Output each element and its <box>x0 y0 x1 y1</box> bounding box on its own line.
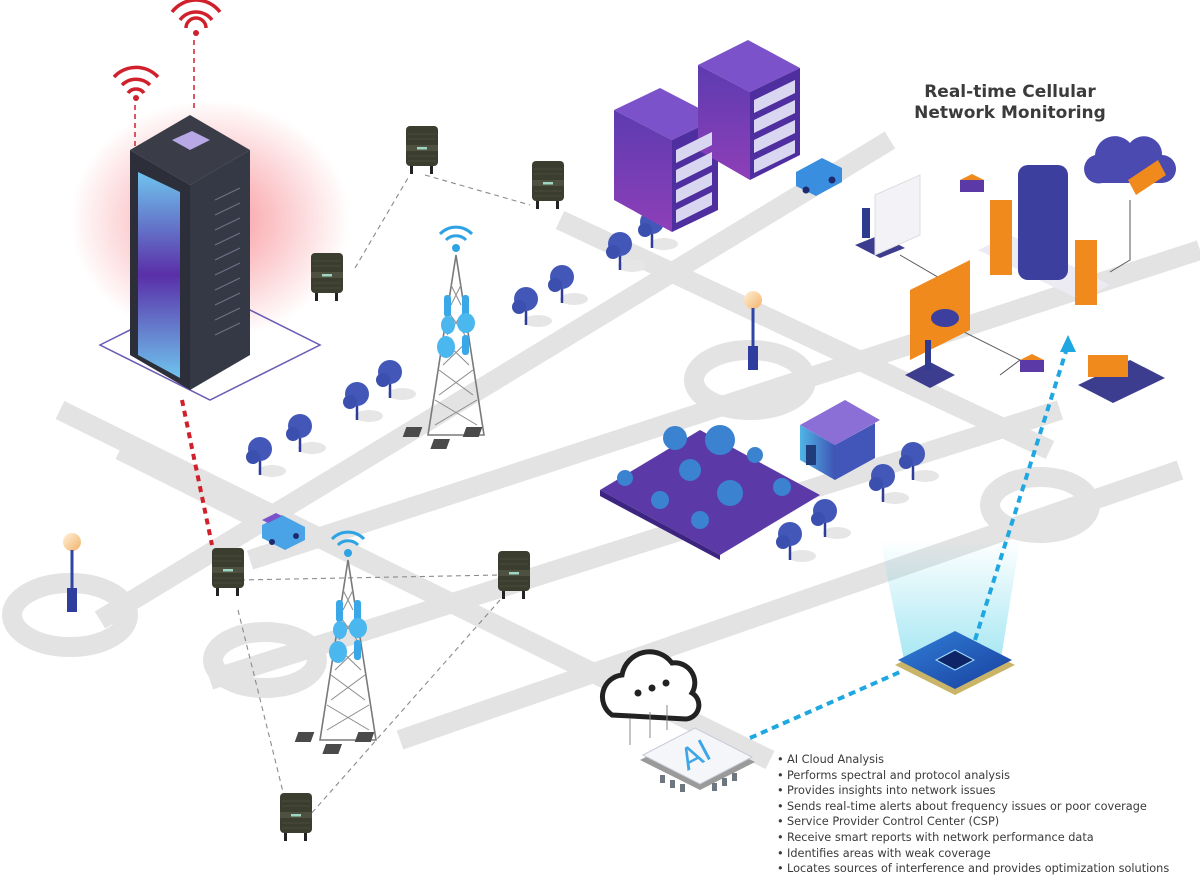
arrow-up-icon <box>1060 335 1076 352</box>
feature-item: Locates sources of interference and prov… <box>777 861 1169 877</box>
sensor-device <box>531 160 565 210</box>
wifi-signal-icon <box>112 0 222 150</box>
van <box>796 158 842 196</box>
truck <box>262 513 305 550</box>
edge-processor-chip <box>880 540 1020 695</box>
title-line-1: Real-time Cellular <box>924 82 1096 102</box>
ai-cloud-icon <box>600 649 702 745</box>
sensor-links <box>237 174 531 816</box>
monitoring-center <box>855 136 1176 403</box>
uplink-dashed-line <box>973 344 1070 641</box>
diagram-title: Real-time Cellular Network Monitoring <box>905 82 1115 124</box>
feature-item: Identifies areas with weak coverage <box>777 846 1169 862</box>
house <box>800 400 880 480</box>
office-buildings <box>614 40 800 232</box>
park <box>600 425 820 560</box>
feature-list: AI Cloud Analysis Performs spectral and … <box>777 752 1169 877</box>
feature-item: Provides insights into network issues <box>777 783 1169 799</box>
downlink-dashed-line <box>180 399 214 546</box>
street-lamp <box>63 533 81 612</box>
sensor-device <box>279 792 313 842</box>
sensor-device <box>211 547 245 597</box>
feature-item: Receive smart reports with network perfo… <box>777 830 1169 846</box>
trees <box>244 208 941 564</box>
feature-item: Performs spectral and protocol analysis <box>777 768 1169 784</box>
ai-chip <box>640 727 755 792</box>
title-line-2: Network Monitoring <box>914 103 1106 123</box>
data-center-tower <box>70 100 350 401</box>
feature-item: Sends real-time alerts about frequency i… <box>777 799 1169 815</box>
sensor-device <box>310 252 344 302</box>
sensor-device <box>405 125 439 175</box>
feature-item: Service Provider Control Center (CSP) <box>777 814 1169 830</box>
chip-link-dashed-line <box>749 670 901 740</box>
feature-item: AI Cloud Analysis <box>777 752 1169 768</box>
